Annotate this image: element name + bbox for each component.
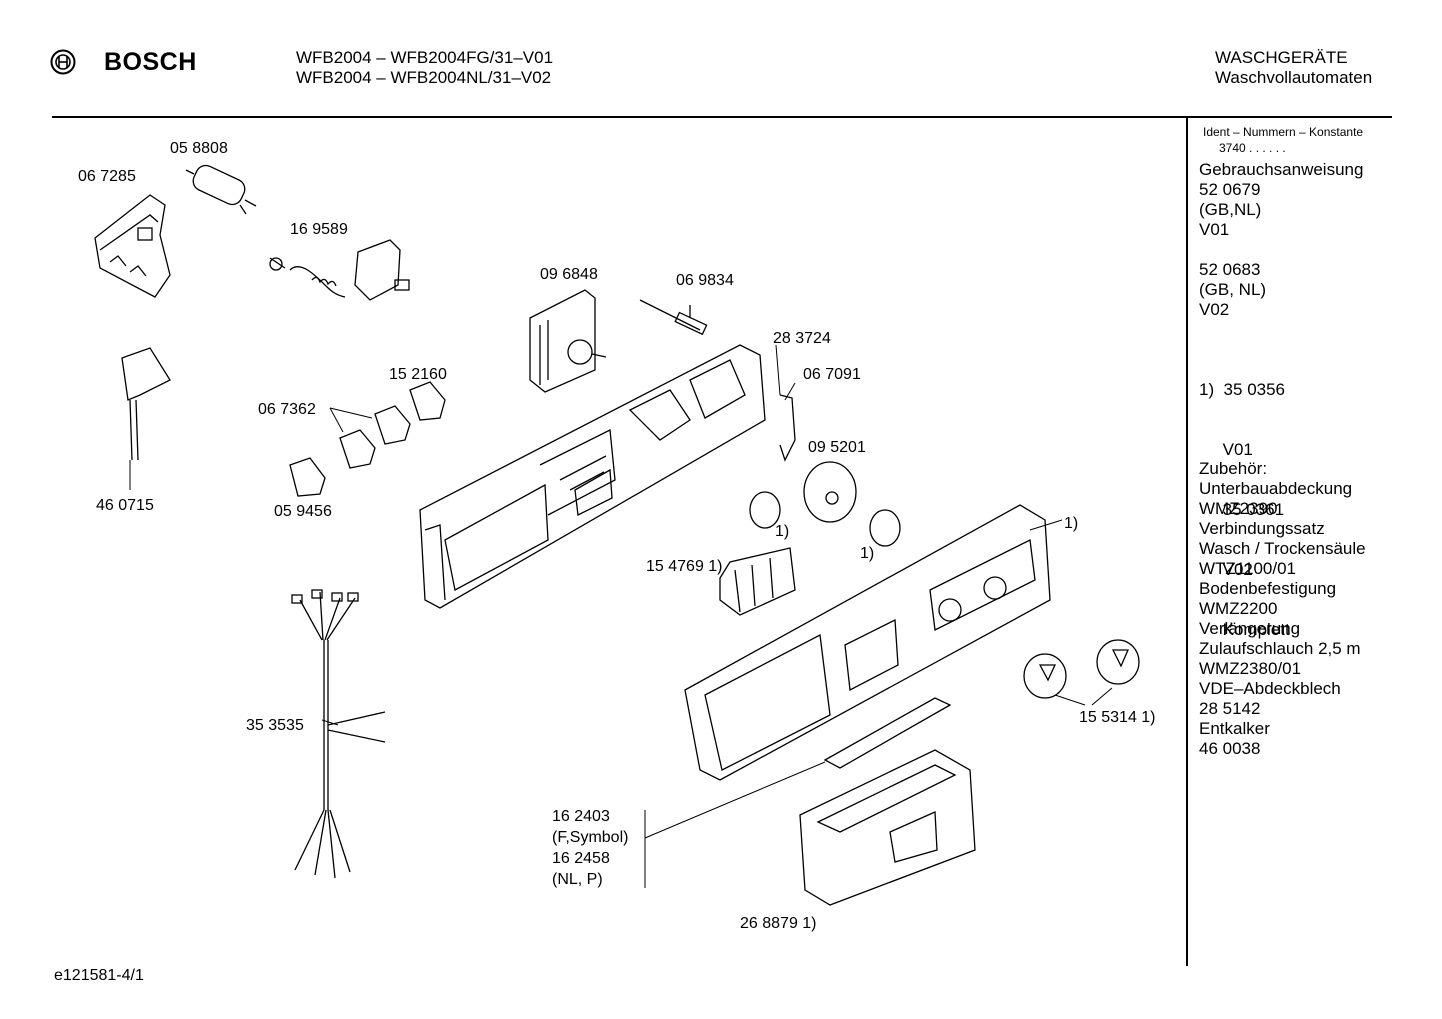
sidebar-block-v02: 52 0683 (GB, NL) V02 xyxy=(1199,260,1266,320)
sidebar-line: 46 0038 xyxy=(1199,739,1261,758)
sidebar-line: Entkalker xyxy=(1199,719,1270,738)
part-label-069834: 06 9834 xyxy=(676,272,734,289)
sidebar-line: 1) 35 0356 xyxy=(1199,380,1286,399)
sidebar-line: Komplett xyxy=(1199,620,1290,639)
sidebar-line: WMZ2200 xyxy=(1199,599,1278,618)
part-label-067362: 06 7362 xyxy=(258,401,316,418)
part-note-nlp: (NL, P) xyxy=(552,871,603,888)
symbol-strip-part xyxy=(823,697,952,769)
part-note-fsymbol: (F,Symbol) xyxy=(552,829,629,846)
part-label-154769: 15 4769 1) xyxy=(646,558,723,575)
drawer-handle-part xyxy=(799,749,976,906)
ident-value: 3740 . . . . . . xyxy=(1219,141,1286,155)
part-label-155314: 15 5314 1) xyxy=(1079,709,1156,726)
sidebar-line: (GB, NL) xyxy=(1199,280,1267,299)
part-label-162403: 16 2403 xyxy=(552,808,610,825)
sidebar-line: Unterbauabdeckung xyxy=(1199,479,1353,498)
part-label-058808: 05 8808 xyxy=(170,140,228,157)
part-ref-1-right: 1) xyxy=(860,545,875,562)
sidebar-line: Zubehör: xyxy=(1199,459,1268,478)
part-label-067285: 06 7285 xyxy=(78,168,136,185)
model-line-1: WFB2004 – WFB2004FG/31–V01 xyxy=(296,48,554,67)
sidebar-line: 52 0679 xyxy=(1199,180,1261,199)
capacitor-part xyxy=(185,164,257,215)
sidebar-line: Verlängerung xyxy=(1199,619,1301,638)
bosch-logo-icon xyxy=(50,49,76,75)
rotary-knobs-part xyxy=(1023,639,1140,699)
part-label-283724: 28 3724 xyxy=(773,330,831,347)
document-code: e121581-4/1 xyxy=(54,967,144,984)
part-label-067091: 06 7091 xyxy=(803,366,861,383)
sidebar-line: Wasch / Trockensäule xyxy=(1199,539,1366,558)
part-label-096848: 09 6848 xyxy=(540,266,598,283)
bracket-part xyxy=(94,194,171,298)
sidebar-line: VDE–Abdeckblech xyxy=(1199,679,1341,698)
thermostat-part xyxy=(269,239,410,301)
sidebar-line: V01 xyxy=(1199,440,1253,459)
clip-part xyxy=(779,394,796,462)
sidebar-line: 35 0361 xyxy=(1199,500,1285,519)
sidebar-block-manual: Gebrauchsanweisung 52 0679 (GB,NL) V01 xyxy=(1199,160,1363,240)
push-buttons-part xyxy=(719,547,796,616)
part-label-162458: 16 2458 xyxy=(552,850,610,867)
sidebar-line: Zulaufschlauch 2,5 m xyxy=(1199,639,1361,658)
control-housing xyxy=(419,344,766,609)
header-rule xyxy=(52,116,1392,118)
knob-hub-right xyxy=(869,509,901,547)
sidebar-line: WTZ1100/01 xyxy=(1199,559,1297,578)
sidebar-line: 28 5142 xyxy=(1199,699,1261,718)
timer-part xyxy=(529,289,607,393)
part-label-353535: 35 3535 xyxy=(246,717,304,734)
sidebar-block-footnote: 1) 35 0356 V01 35 0361 V02 Komplett xyxy=(1199,340,1290,660)
part-label-268879: 26 8879 1) xyxy=(740,915,817,932)
wiring-harness-part xyxy=(291,589,386,879)
part-label-152160: 15 2160 xyxy=(389,366,447,383)
part-ref-1-panel: 1) xyxy=(1064,515,1079,532)
mains-plug-part xyxy=(121,347,171,461)
sidebar-block-accessories: Zubehör: Unterbauabdeckung WMZ2390 Verbi… xyxy=(1199,459,1366,759)
sidebar-line: WMZ2390 xyxy=(1199,499,1278,518)
part-ref-1-left: 1) xyxy=(775,523,790,540)
sidebar-divider xyxy=(1186,116,1188,966)
sidebar-line: (GB,NL) xyxy=(1199,200,1262,219)
dial-disk-part xyxy=(803,461,857,523)
brand-name: BOSCH xyxy=(104,48,197,76)
category-title: WASCHGERÄTE xyxy=(1215,48,1348,67)
sidebar-line: V02 xyxy=(1199,300,1230,319)
leader-lines xyxy=(129,344,1113,888)
part-label-095201: 09 5201 xyxy=(808,439,866,456)
switch-parts xyxy=(289,381,446,497)
sidebar-line: WMZ2380/01 xyxy=(1199,659,1302,678)
ident-label: Ident – Nummern – Konstante xyxy=(1203,125,1364,139)
part-label-169589: 16 9589 xyxy=(290,221,348,238)
sidebar-line: 52 0683 xyxy=(1199,260,1261,279)
sidebar-line: Bodenbefestigung xyxy=(1199,579,1337,598)
sidebar-line: V02 xyxy=(1199,560,1253,579)
sidebar-line: Verbindungssatz xyxy=(1199,519,1325,538)
part-label-460715: 46 0715 xyxy=(96,497,154,514)
knob-hub-left xyxy=(749,491,781,529)
part-label-059456: 05 9456 xyxy=(274,503,332,520)
front-panel-part xyxy=(684,504,1051,781)
subcategory-title: Waschvollautomaten xyxy=(1215,68,1373,87)
sidebar-line: V01 xyxy=(1199,220,1230,239)
sidebar-line: Gebrauchsanweisung xyxy=(1199,160,1364,179)
model-line-2: WFB2004 – WFB2004NL/31–V02 xyxy=(296,68,552,87)
lamp-part xyxy=(639,299,708,336)
